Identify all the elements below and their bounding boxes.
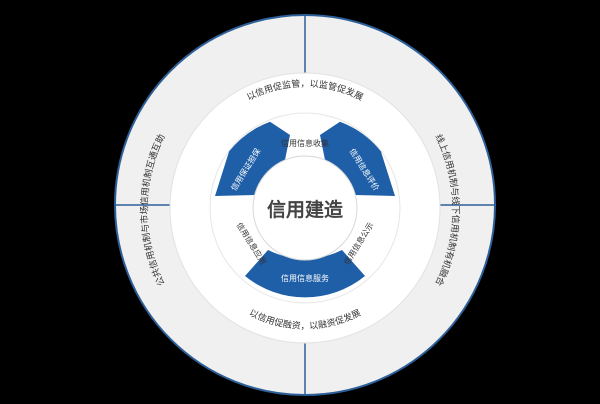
inner-segment-bottom xyxy=(245,250,365,298)
inner-label-top: 信用信息收集 xyxy=(281,138,329,148)
center-label: 信用建造 xyxy=(267,198,344,221)
inner-label-bottom: 信用信息服务 xyxy=(281,273,329,283)
center-circle xyxy=(252,155,358,261)
inner-segment-upper-left xyxy=(215,121,290,196)
inner-segment-upper-right xyxy=(320,121,395,196)
